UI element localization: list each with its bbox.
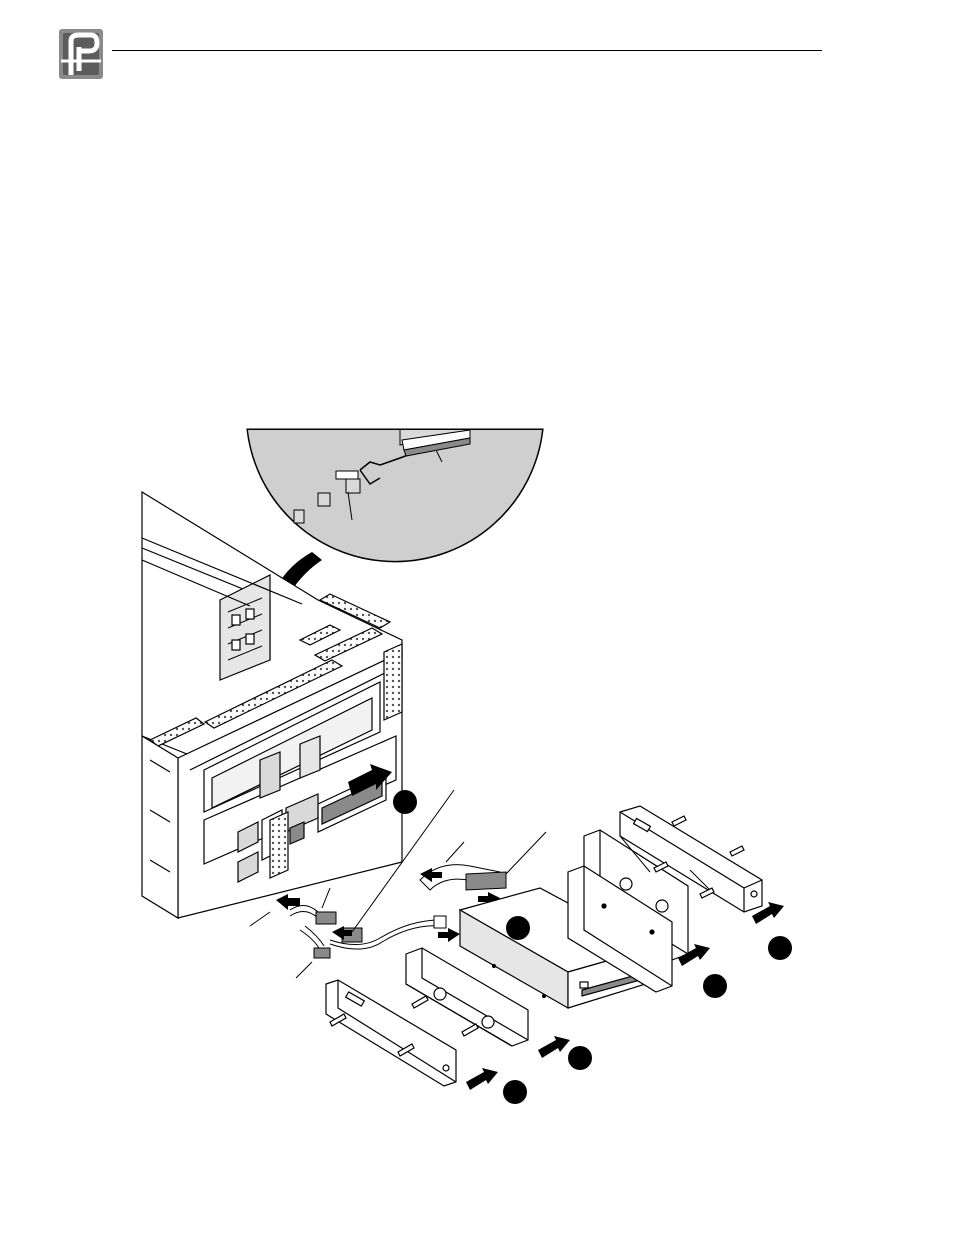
callout-marker bbox=[703, 974, 727, 998]
callout-marker bbox=[393, 790, 417, 814]
callout-marker bbox=[768, 936, 792, 960]
callout-marker bbox=[568, 1046, 592, 1070]
left-mounting-brackets bbox=[326, 948, 528, 1086]
callout-marker bbox=[506, 916, 530, 940]
left-arrow-icon bbox=[466, 1068, 498, 1090]
callout-marker bbox=[503, 1080, 527, 1104]
left-arrow-icon bbox=[538, 1036, 570, 1058]
